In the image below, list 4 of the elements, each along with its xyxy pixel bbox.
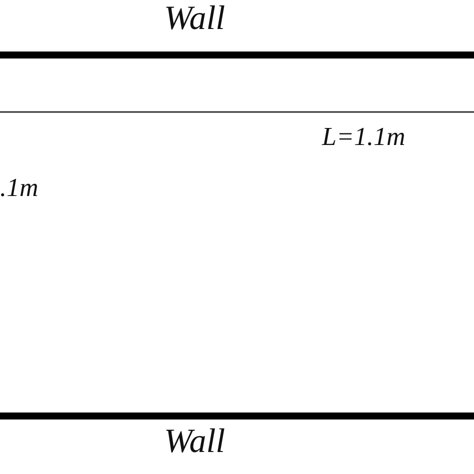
dimension-label: .1m [0, 175, 38, 201]
wall-label: Wall [164, 425, 226, 459]
wall-label: Wall [164, 2, 226, 36]
length-label: L=1.1m [322, 124, 406, 150]
